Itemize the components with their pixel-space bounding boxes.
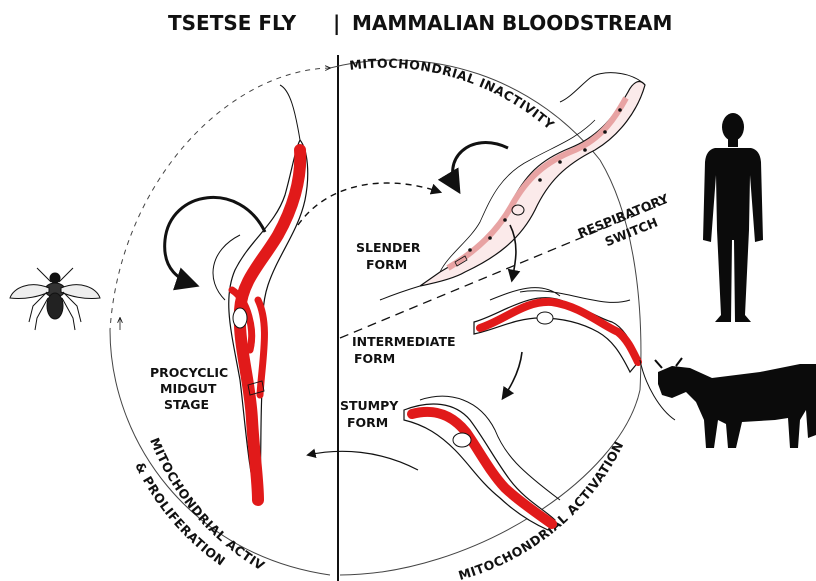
svg-text:STUMPY: STUMPY: [340, 398, 399, 413]
svg-text:STAGE: STAGE: [164, 397, 209, 412]
procyclic-organism: [213, 85, 308, 505]
stumpy-form-organism: [404, 396, 560, 530]
svg-text:MIDGUT: MIDGUT: [160, 381, 217, 396]
slender-form-label: SLENDER FORM: [356, 240, 421, 272]
tsetse-fly-icon: [10, 268, 100, 330]
intermediate-form-organism: [474, 288, 675, 420]
svg-text:PROCYCLIC: PROCYCLIC: [150, 365, 228, 380]
svg-text:FORM: FORM: [354, 351, 395, 366]
stumpy-form-label: STUMPY FORM: [340, 398, 399, 430]
svg-text:INTERMEDIATE: INTERMEDIATE: [352, 334, 456, 349]
svg-text:SLENDER: SLENDER: [356, 240, 421, 255]
procyclic-stage-label: PROCYCLIC MIDGUT STAGE: [150, 365, 228, 412]
slender-cycle-arrow: [453, 143, 508, 190]
intermediate-form-label: INTERMEDIATE FORM: [352, 334, 456, 366]
human-silhouette-icon: [703, 113, 763, 322]
intermediate-to-stumpy-arrow: [503, 352, 522, 398]
mito-inactivity-label: MITOCHONDRIAL INACTIVITY: [349, 56, 558, 133]
svg-text:FORM: FORM: [347, 415, 388, 430]
cow-silhouette-icon: [655, 358, 816, 448]
header-divider: |: [333, 11, 340, 35]
stumpy-to-procyclic-arrow: [308, 451, 418, 470]
svg-text:FORM: FORM: [366, 257, 407, 272]
procyclic-to-slender-arrow: [298, 183, 440, 225]
mammalian-bloodstream-header: MAMMALIAN BLOODSTREAM: [352, 11, 672, 35]
respiratory-switch-label: RESPIRATORY SWITCH: [576, 190, 679, 257]
tsetse-fly-header: TSETSE FLY: [168, 11, 297, 35]
